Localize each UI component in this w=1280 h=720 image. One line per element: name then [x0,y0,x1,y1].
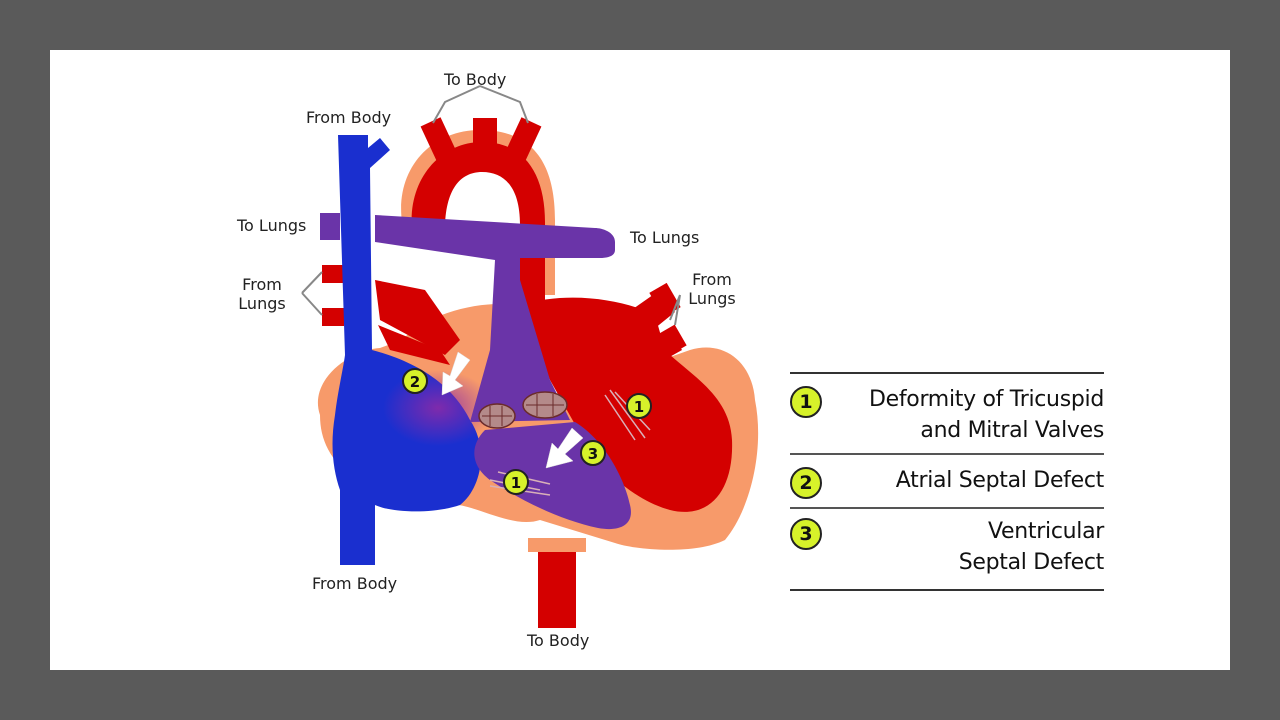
legend-rule-top [790,372,1104,374]
svg-text:2: 2 [410,373,420,391]
leader-lines [301,85,681,326]
marker-3: 3 [580,440,606,466]
legend-text-3: Ventricular Septal Defect [958,519,1105,575]
marker-2: 2 [402,368,428,394]
legend-item-3: 3 Ventricular Septal Defect [790,516,1104,586]
label-from-body-bottom: From Body [312,574,398,593]
svg-text:3: 3 [588,445,598,463]
vena-cava [332,135,481,565]
legend-number-3: 3 [790,518,822,550]
legend-number-1: 1 [790,386,822,418]
label-to-body-bottom: To Body [527,631,590,650]
legend-rule-bottom [790,589,1104,591]
svg-text:1: 1 [634,398,644,416]
legend-rule-2 [790,453,1104,455]
arrow-asd [441,351,471,396]
legend-text-1: Deformity of Tricuspid and Mitral Valves [868,387,1104,443]
aorta [411,142,545,310]
legend-item-2: 2 Atrial Septal Defect [790,465,1104,505]
pulmonary-artery [320,213,340,240]
slide: 2 1 3 1 To Body From Body To Lungs To Lu… [50,50,1230,670]
svg-text:1: 1 [511,474,521,492]
legend-rule-3 [790,507,1104,509]
label-to-body-top: To Body [444,70,507,89]
arrow-vsd [545,427,584,469]
heart-diagram: 2 1 3 1 [301,85,759,628]
legend-number-2: 2 [790,467,822,499]
label-from-lungs-left: From Lungs [238,275,286,313]
label-from-body-top: From Body [306,108,392,127]
label-from-lungs-right: From Lungs [688,270,736,308]
marker-1b: 1 [503,469,529,495]
marker-1a: 1 [626,393,652,419]
legend-text-2: Atrial Septal Defect [895,468,1105,493]
label-to-lungs-right: To Lungs [630,228,700,247]
legend-item-1: 1 Deformity of Tricuspid and Mitral Valv… [790,384,1104,454]
label-to-lungs-left: To Lungs [237,216,307,235]
